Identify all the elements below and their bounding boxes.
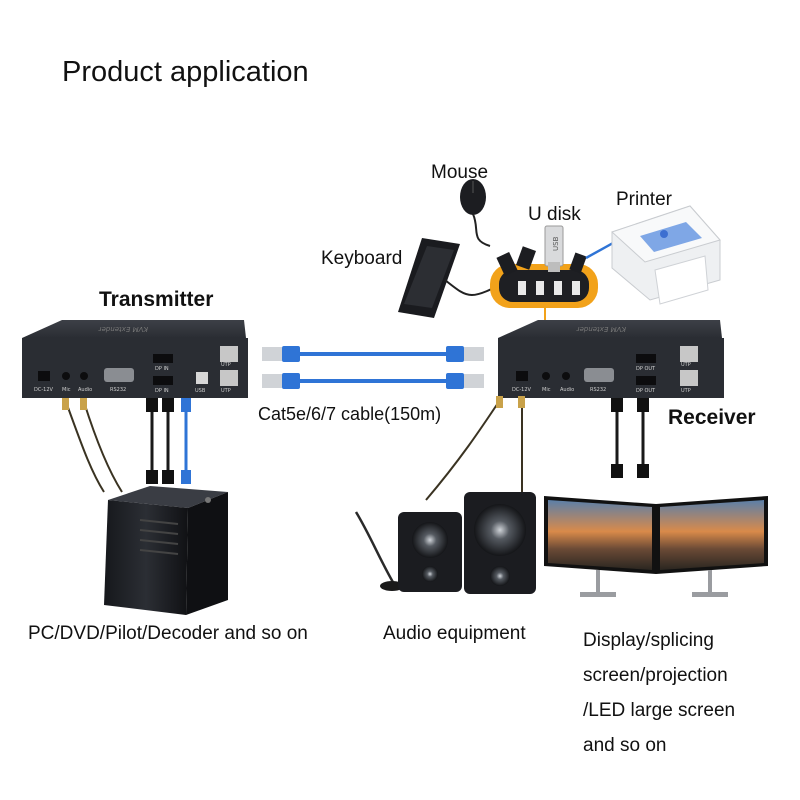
printer-label: Printer <box>616 189 672 210</box>
transmitter-port-label: Mic <box>62 387 71 393</box>
receiver-port-label: DC-12V <box>512 387 532 393</box>
receiver-port-label: Audio <box>560 387 574 393</box>
usb-plugs <box>496 238 619 277</box>
display-label: Display/splicing screen/projection /LED … <box>583 623 735 763</box>
usb-hub <box>490 264 598 322</box>
audio-equipment <box>354 492 536 594</box>
transmitter-label: Transmitter <box>99 288 214 311</box>
pc-tower <box>104 486 228 615</box>
display-label-line: Display/splicing <box>583 630 714 651</box>
receiver-port-label: RS232 <box>590 387 606 393</box>
transmitter-case-title: KVM Extender <box>98 325 148 333</box>
u-disk: USB <box>544 225 564 272</box>
receiver-cables <box>425 396 649 501</box>
display-label-line: screen/projection <box>583 665 728 686</box>
receiver-label: Receiver <box>668 406 756 429</box>
source-devices-label: PC/DVD/Pilot/Decoder and so on <box>28 623 308 644</box>
transmitter-port-label: UTP <box>221 388 231 394</box>
display-label-line: and so on <box>583 735 667 756</box>
keyboard-label: Keyboard <box>321 248 403 269</box>
usb-stick-label: USB <box>552 236 560 251</box>
page-title: Product application <box>62 56 309 88</box>
transmitter-cables <box>62 398 191 493</box>
receiver-case-title: KVM Extender <box>576 325 626 333</box>
transmitter-port-label: DP IN <box>155 366 169 372</box>
transmitter-port-label: UTP <box>221 362 231 368</box>
mouse-device <box>460 179 491 247</box>
receiver-port-label: UTP <box>681 388 691 394</box>
printer-device <box>611 205 721 305</box>
cable-label: Cat5e/6/7 cable(150m) <box>258 404 442 424</box>
receiver-port-label: Mic <box>542 387 551 393</box>
transmitter-port-label: DC-12V <box>34 387 54 393</box>
transmitter-port-label: USB <box>195 388 206 394</box>
udisk-label: U disk <box>528 204 581 225</box>
transmitter-port-label: RS232 <box>110 387 126 393</box>
transmitter-port-label: DP IN <box>155 388 169 394</box>
network-cables <box>262 346 484 389</box>
transmitter-port-label: Audio <box>78 387 92 393</box>
audio-equipment-label: Audio equipment <box>383 623 526 644</box>
display-label-line: /LED large screen <box>583 700 736 721</box>
receiver-port-label: DP OUT <box>636 388 656 394</box>
receiver-port-label: DP OUT <box>636 366 656 372</box>
receiver-port-label: UTP <box>681 362 691 368</box>
receiver-device: KVM Extender DC-12V Mic Audio RS232 DP OUT DP… <box>498 320 724 398</box>
display-monitors <box>544 496 768 597</box>
transmitter-device: KVM Extender DC-12V Mic Audio RS232 DP IN DP … <box>22 320 248 398</box>
mouse-label: Mouse <box>431 162 489 183</box>
